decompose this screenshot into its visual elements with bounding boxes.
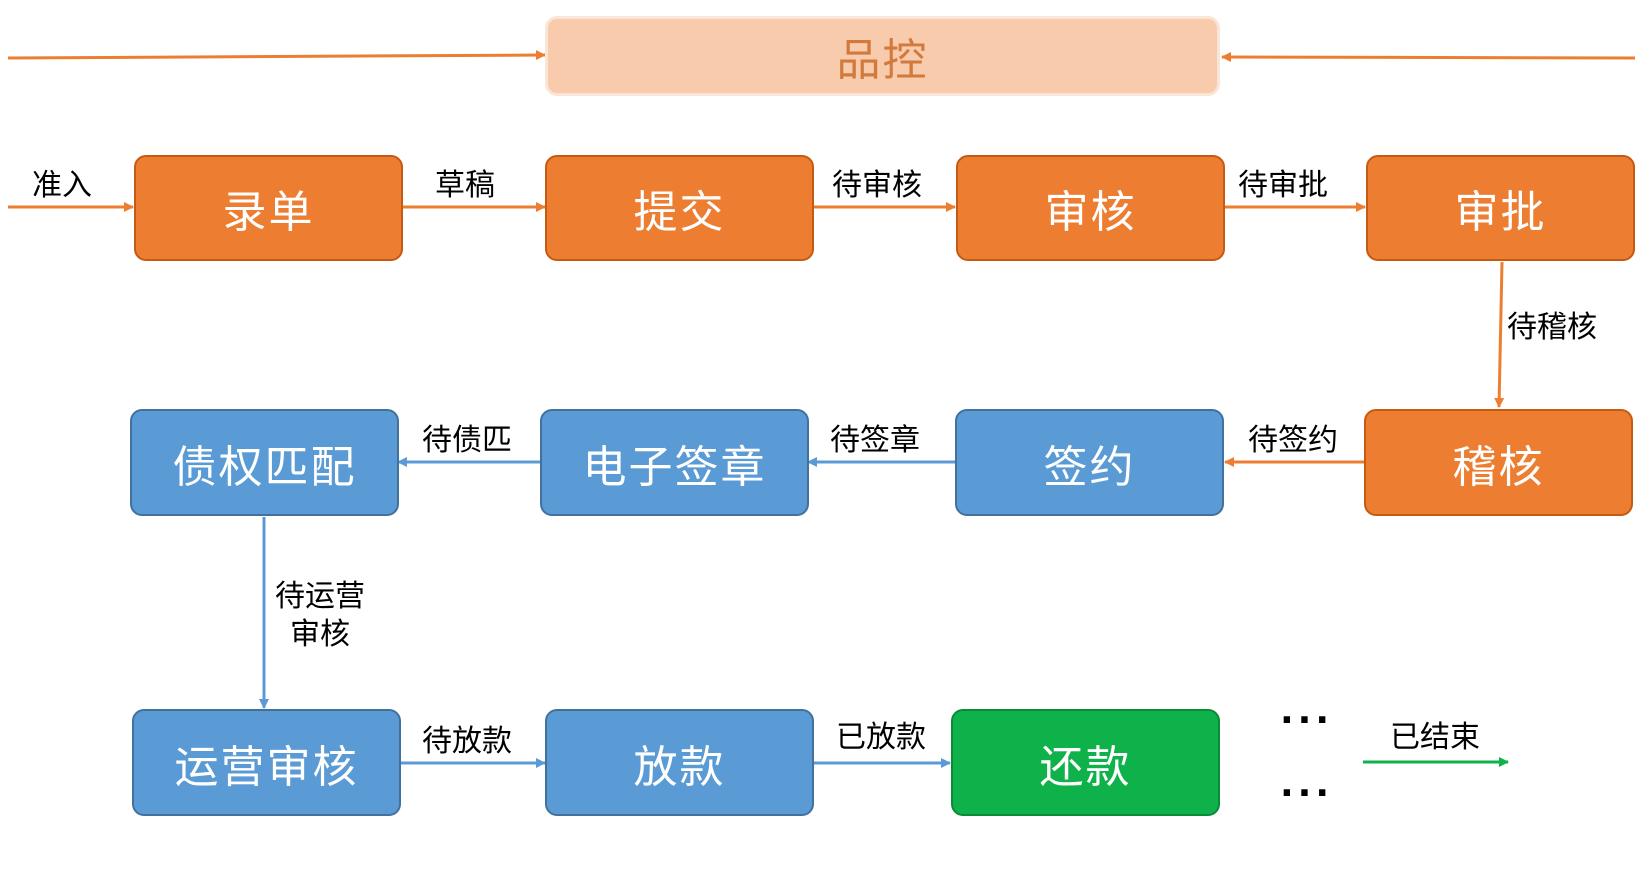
edge-pending-audit xyxy=(1494,261,1505,408)
label-pending-ops-review-line2: 审核 xyxy=(290,617,350,652)
node-e-seal: 电子签章 xyxy=(540,409,809,516)
ellipsis-lower: ··· xyxy=(1280,773,1334,814)
quality-control-box: 品控 xyxy=(545,16,1220,96)
label-ended: 已结束 xyxy=(1390,720,1480,755)
label-pending-debt: 待债匹 xyxy=(422,423,512,458)
label-draft: 草稿 xyxy=(435,168,495,203)
label-pending-approval: 待审批 xyxy=(1238,168,1328,203)
node-approve: 审批 xyxy=(1366,155,1635,261)
label-loaned: 已放款 xyxy=(836,720,926,755)
label-admit: 准入 xyxy=(32,168,92,203)
node-review: 审核 xyxy=(956,155,1225,261)
node-audit: 稽核 xyxy=(1364,409,1633,516)
node-sign: 签约 xyxy=(955,409,1224,516)
node-debt-match: 债权匹配 xyxy=(130,409,399,516)
label-pending-loan: 待放款 xyxy=(422,724,512,759)
label-pending-audit: 待稽核 xyxy=(1507,310,1597,345)
node-entry: 录单 xyxy=(134,155,403,261)
node-submit: 提交 xyxy=(545,155,814,261)
label-pending-seal: 待签章 xyxy=(830,423,920,458)
node-loan: 放款 xyxy=(545,709,814,816)
node-repay: 还款 xyxy=(951,709,1220,816)
qc-right-arrow xyxy=(1221,52,1636,63)
ellipsis-upper: ··· xyxy=(1280,700,1334,741)
qc-left-arrow xyxy=(7,50,546,61)
label-pending-sign: 待签约 xyxy=(1248,423,1338,458)
label-pending-review: 待审核 xyxy=(832,168,922,203)
label-pending-ops-review-line1: 待运营 xyxy=(275,579,365,614)
node-ops-review: 运营审核 xyxy=(132,709,401,816)
